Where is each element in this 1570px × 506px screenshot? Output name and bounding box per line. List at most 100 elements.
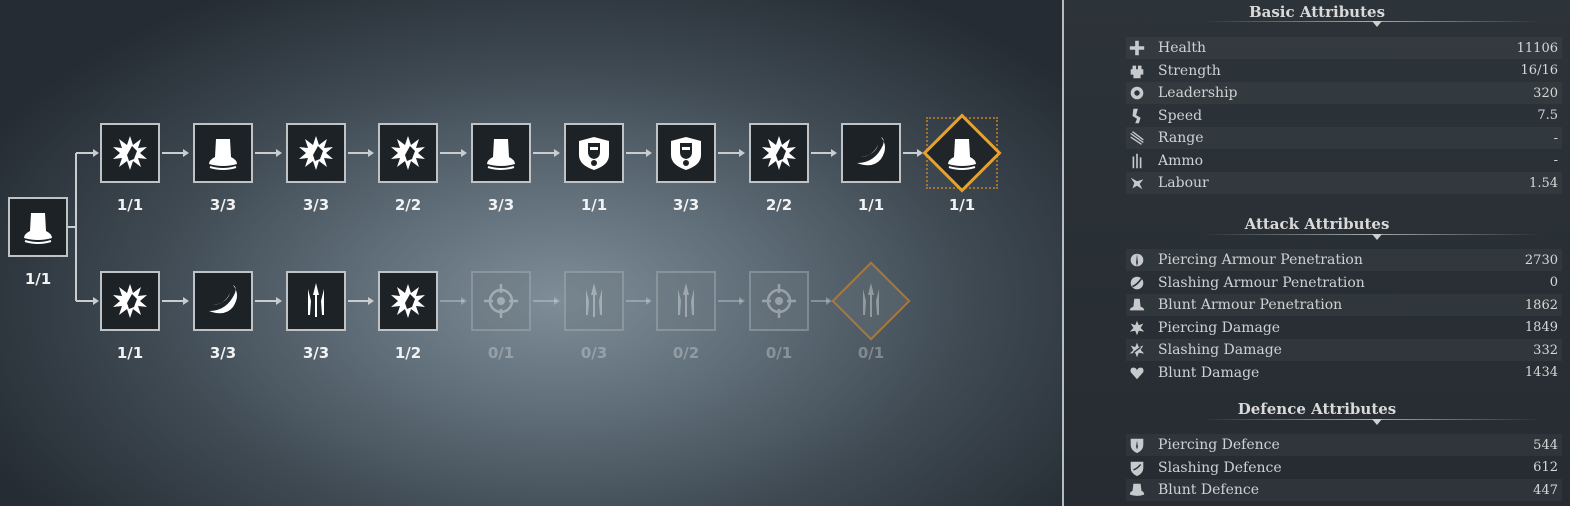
strength-icon (1126, 60, 1148, 82)
skill-root-node[interactable] (8, 197, 68, 257)
knight-shield-icon (666, 133, 706, 173)
basic-attribute-row-range: Range - (1126, 127, 1562, 149)
basic-attributes-caret (1372, 21, 1382, 27)
labour-icon (1126, 172, 1148, 194)
bottom-row-arrow-3 (368, 297, 374, 305)
health-icon (1126, 37, 1148, 59)
top-row-node-1-level: 1/1 (116, 196, 144, 214)
bottom-row-node-6[interactable] (564, 271, 624, 331)
panel-divider (1062, 0, 1064, 506)
helmet-icon (940, 131, 984, 175)
top-row-node-2[interactable] (193, 123, 253, 183)
bottom-row-arrow-1 (183, 297, 189, 305)
ammo-icon (1126, 150, 1148, 172)
skill-root-node-level: 1/1 (24, 270, 52, 288)
range-icon (1126, 127, 1148, 149)
helmet-icon (18, 207, 58, 247)
attack-attribute-row-blunt-armour-penetration: Blunt Armour Penetration 1862 (1126, 294, 1562, 316)
top-row-node-9-level: 1/1 (857, 196, 885, 214)
attribute-label: Blunt Armour Penetration (1158, 297, 1343, 313)
skill-tree-connectors (66, 149, 923, 305)
burst-icon (296, 133, 336, 173)
top-row-node-4-level: 2/2 (394, 196, 422, 214)
helmet-icon (481, 133, 521, 173)
top-row-node-7[interactable] (656, 123, 716, 183)
burst-icon (388, 133, 428, 173)
bottom-row-node-8-level: 0/1 (765, 344, 793, 362)
spear-icon (574, 281, 614, 321)
bottom-row-arrow-6 (646, 297, 652, 305)
attribute-value: 320 (1533, 85, 1558, 101)
attribute-value: 1434 (1524, 365, 1558, 380)
bottom-row-node-3[interactable] (286, 271, 346, 331)
top-row-arrow-3 (368, 149, 374, 157)
speed-icon (1126, 105, 1148, 127)
bottom-row-node-8[interactable] (749, 271, 809, 331)
blunt-penetration-icon (1126, 294, 1148, 316)
bottom-row-node-1[interactable] (100, 271, 160, 331)
spear-icon (849, 279, 893, 323)
bottom-row-node-3-level: 3/3 (302, 344, 330, 362)
attack-attribute-row-piercing-damage: Piercing Damage 1849 (1126, 317, 1562, 339)
attribute-label: Ammo (1158, 152, 1204, 169)
burst-icon (110, 133, 150, 173)
bottom-row-node-7[interactable] (656, 271, 716, 331)
top-row-node-7-level: 3/3 (672, 196, 700, 214)
bottom-row-node-5[interactable] (471, 271, 531, 331)
attribute-value: 447 (1533, 482, 1558, 498)
attribute-value: 16/16 (1520, 63, 1558, 78)
attribute-label: Blunt Defence (1158, 482, 1259, 498)
top-row-node-9[interactable] (841, 123, 901, 183)
attribute-label: Strength (1158, 62, 1221, 79)
top-row-node-1[interactable] (100, 123, 160, 183)
top-row-node-5[interactable] (471, 123, 531, 183)
top-row-node-3[interactable] (286, 123, 346, 183)
bottom-row-node-4[interactable] (378, 271, 438, 331)
defence-attributes-title: Defence Attributes (1237, 400, 1397, 418)
bottom-row-node-7-level: 0/2 (672, 344, 700, 362)
attack-attribute-row-piercing-armour-penetration: Piercing Armour Penetration 2730 (1126, 249, 1562, 271)
bottom-row-node-2[interactable] (193, 271, 253, 331)
attribute-label: Health (1158, 40, 1206, 56)
attack-attributes-caret (1372, 234, 1382, 240)
top-row-node-4[interactable] (378, 123, 438, 183)
blunt-defence-icon (1126, 479, 1148, 501)
bottom-row-arrow-5 (554, 297, 560, 305)
bottom-row-node-9-capstone[interactable] (829, 259, 913, 343)
piercing-defence-icon (1126, 434, 1148, 456)
attribute-value: 612 (1533, 460, 1558, 475)
burst-icon (110, 281, 150, 321)
top-row-node-8-level: 2/2 (765, 196, 793, 214)
attribute-value: 1.54 (1529, 175, 1558, 191)
blunt-damage-icon (1126, 362, 1148, 384)
bottom-row-arrow-4 (461, 297, 467, 305)
top-row-node-10-capstone[interactable] (920, 111, 1004, 195)
attribute-label: Piercing Defence (1158, 437, 1280, 453)
attributes-panel: Basic Attributes Health 11106 Strength 1… (1064, 0, 1570, 506)
top-row-node-6-level: 1/1 (580, 196, 608, 214)
spear-icon (666, 281, 706, 321)
slashing-penetration-icon (1126, 272, 1148, 294)
defence-attribute-row-slashing-defence: Slashing Defence 612 (1126, 457, 1562, 479)
defence-attribute-row-piercing-defence: Piercing Defence 544 (1126, 434, 1562, 456)
top-row-arrow-8 (831, 149, 837, 157)
top-row-arrow-9 (917, 149, 923, 157)
piercing-penetration-icon (1126, 249, 1148, 271)
defence-attributes-caret (1372, 419, 1382, 425)
attribute-value: 332 (1533, 342, 1558, 358)
bottom-row-node-1-level: 1/1 (116, 344, 144, 362)
attribute-value: - (1553, 130, 1558, 146)
target-icon (481, 281, 521, 321)
top-row-node-5-level: 3/3 (487, 196, 515, 214)
swoosh-icon (851, 133, 891, 173)
top-row-node-8[interactable] (749, 123, 809, 183)
attribute-label: Speed (1158, 107, 1203, 124)
top-row-node-6[interactable] (564, 123, 624, 183)
top-row-node-10-level: 1/1 (948, 196, 976, 214)
swoosh-icon (203, 281, 243, 321)
piercing-damage-icon (1126, 317, 1148, 339)
branch-bottom-arrow (93, 297, 99, 305)
helmet-icon (203, 133, 243, 173)
slashing-damage-icon (1126, 339, 1148, 361)
